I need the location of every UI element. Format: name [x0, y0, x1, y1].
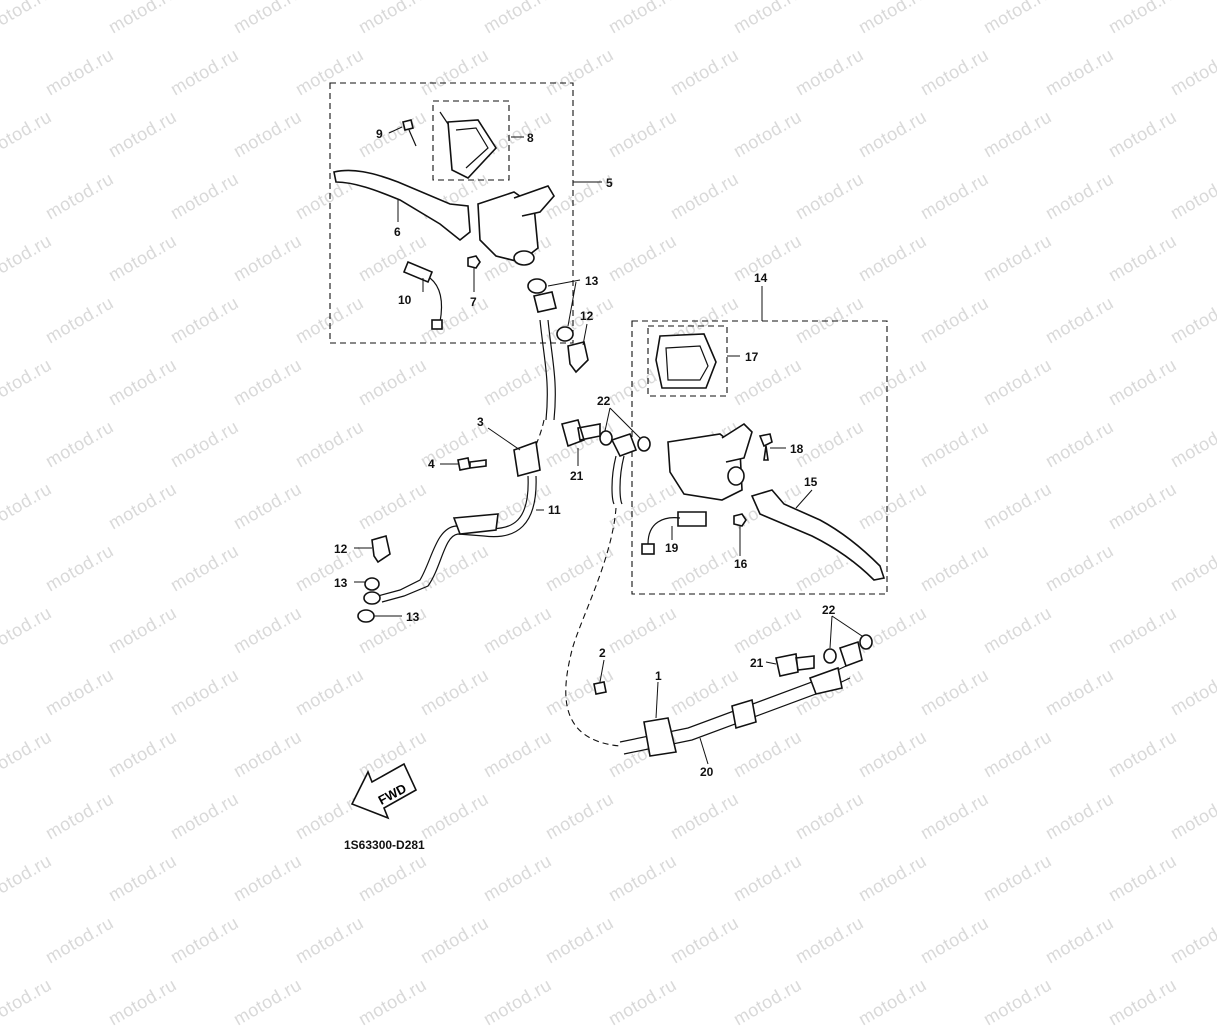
watermark-text: motod.ru [230, 974, 305, 1030]
washer-22-lower-a [823, 648, 837, 664]
hose-upper [539, 319, 548, 421]
washer-22-center-b [637, 436, 651, 452]
group-box-8 [432, 100, 510, 181]
diagram-code: 1S63300-D281 [344, 838, 425, 852]
banjo-22-lower [838, 640, 863, 668]
banjo-bolt-13-upper [533, 291, 557, 313]
brake-hose-20 [619, 665, 851, 757]
callout-17: 17 [745, 350, 759, 364]
watermark-text: motod.ru [292, 912, 367, 968]
watermark-text: motod.ru [1167, 912, 1217, 968]
callout-16: 16 [734, 557, 748, 571]
nut-16 [733, 513, 747, 527]
callout-12a: 12 [580, 309, 594, 323]
screw-18 [758, 433, 773, 461]
callout-1: 1 [655, 669, 662, 683]
exploded-parts-diagram: FWD 9 8 5 6 [329, 82, 888, 820]
leader-lines [354, 126, 863, 765]
callout-2: 2 [599, 646, 606, 660]
bolt-12-lower [371, 534, 391, 564]
reservoir-cap-17 [655, 333, 717, 389]
callout-6: 6 [394, 225, 401, 239]
washer-13-upper-b [556, 326, 574, 342]
callout-12b: 12 [334, 542, 348, 556]
callout-14: 14 [754, 271, 768, 285]
bolt-2 [593, 681, 607, 695]
callout-20: 20 [700, 765, 714, 779]
callout-19: 19 [665, 541, 679, 555]
callout-21a: 21 [570, 469, 584, 483]
brake-hose-11 [377, 475, 537, 603]
master-cylinder-5 [477, 185, 555, 266]
watermark-text: motod.ru [1105, 974, 1180, 1030]
callout-21b: 21 [750, 656, 764, 670]
clamp-3 [513, 440, 541, 478]
callout-10: 10 [398, 293, 412, 307]
lever-6 [333, 169, 471, 242]
callout-18: 18 [790, 442, 804, 456]
callout-13b: 13 [334, 576, 348, 590]
hose-center-dashed [565, 507, 621, 747]
callout-4: 4 [428, 457, 435, 471]
watermark-text: motod.ru [855, 974, 930, 1030]
group-box-14 [631, 320, 888, 595]
bolt-9 [402, 119, 417, 147]
washer-22-center-a [599, 430, 613, 446]
bolt-12-upper [567, 341, 589, 374]
watermark-text: motod.ru [0, 974, 55, 1030]
callout-8: 8 [527, 131, 534, 145]
group-box-17 [647, 325, 728, 397]
bolt-4 [457, 457, 487, 471]
watermark-text: motod.ru [980, 974, 1055, 1030]
callout-7: 7 [470, 295, 477, 309]
banjo-bolt-21-lower [775, 653, 815, 677]
callout-13c: 13 [406, 610, 420, 624]
watermark-text: motod.ru [105, 974, 180, 1030]
watermark-text: motod.ru [417, 912, 492, 968]
reservoir-cap-8 [439, 111, 498, 179]
watermark-text: motod.ru [480, 974, 555, 1030]
banjo-bolt-21-center [561, 419, 601, 448]
lever-15 [750, 489, 886, 581]
washer-13-lower-a [364, 577, 380, 591]
watermark-text: motod.ru [167, 912, 242, 968]
callout-5: 5 [606, 176, 613, 190]
callout-13a: 13 [585, 274, 599, 288]
callout-labels: 9 8 5 6 10 7 13 12 3 4 11 12 13 13 14 17… [334, 127, 836, 779]
brake-switch-19 [641, 511, 707, 555]
banjo-13-lower [363, 591, 381, 605]
callout-22b: 22 [822, 603, 836, 617]
group-box-5 [329, 82, 574, 344]
callout-3: 3 [477, 415, 484, 429]
nut-7 [467, 255, 481, 269]
master-cylinder-14 [667, 422, 753, 501]
watermark-text: motod.ru [1042, 912, 1117, 968]
direction-arrow: FWD [350, 762, 418, 820]
callout-9: 9 [376, 127, 383, 141]
washer-13-lower-b [357, 609, 375, 623]
watermark-text: motod.ru [792, 912, 867, 968]
washer-22-lower-b [859, 634, 873, 650]
washer-13-upper-a [527, 278, 547, 294]
watermark-text: motod.ru [542, 912, 617, 968]
banjo-22-center [610, 432, 638, 458]
watermark-text: motod.ru [667, 912, 742, 968]
watermark-text: motod.ru [42, 912, 117, 968]
watermark-text: motod.ru [605, 974, 680, 1030]
watermark-text: motod.ru [917, 912, 992, 968]
brake-switch-10 [402, 260, 443, 330]
callout-22a: 22 [597, 394, 611, 408]
watermark-text: motod.ru [730, 974, 805, 1030]
callout-11: 11 [548, 503, 561, 517]
watermark-text: motod.ru [355, 974, 430, 1030]
callout-15: 15 [804, 475, 818, 489]
